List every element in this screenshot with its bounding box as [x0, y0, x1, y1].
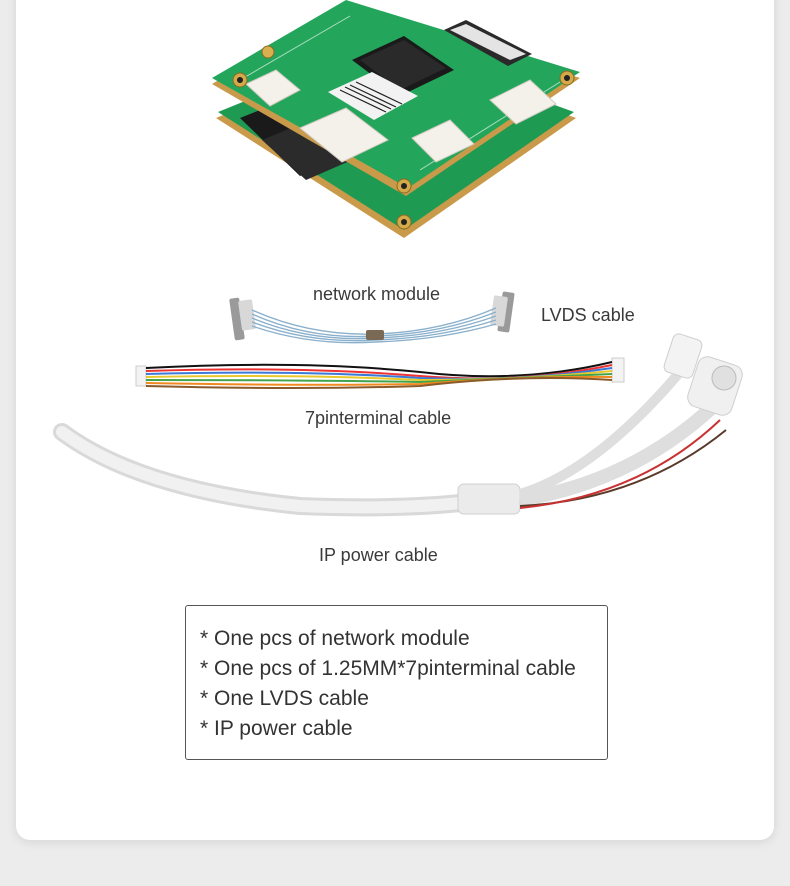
network-module-label: network module — [313, 284, 441, 304]
terminal-cable-image — [135, 357, 625, 389]
terminal-cable-label: 7pinterminal cable — [305, 408, 452, 428]
package-item-lvds-cable: * One LVDS cable — [200, 687, 369, 710]
package-item-terminal-cable: * One pcs of 1.25MM*7pinterminal cable — [200, 657, 576, 680]
package-item-ip-power-cable: * IP power cable — [200, 717, 353, 740]
lvds-cable-image — [229, 291, 515, 344]
package-contents-list: * One pcs of network module * One pcs of… — [185, 605, 608, 760]
ip-power-cable-label: IP power cable — [319, 545, 438, 565]
lvds-cable-label: LVDS cable — [541, 305, 635, 325]
network-module-board-image — [212, 0, 580, 238]
ip-power-cable-image — [53, 333, 743, 517]
package-item-network-module: * One pcs of network module — [200, 627, 470, 650]
